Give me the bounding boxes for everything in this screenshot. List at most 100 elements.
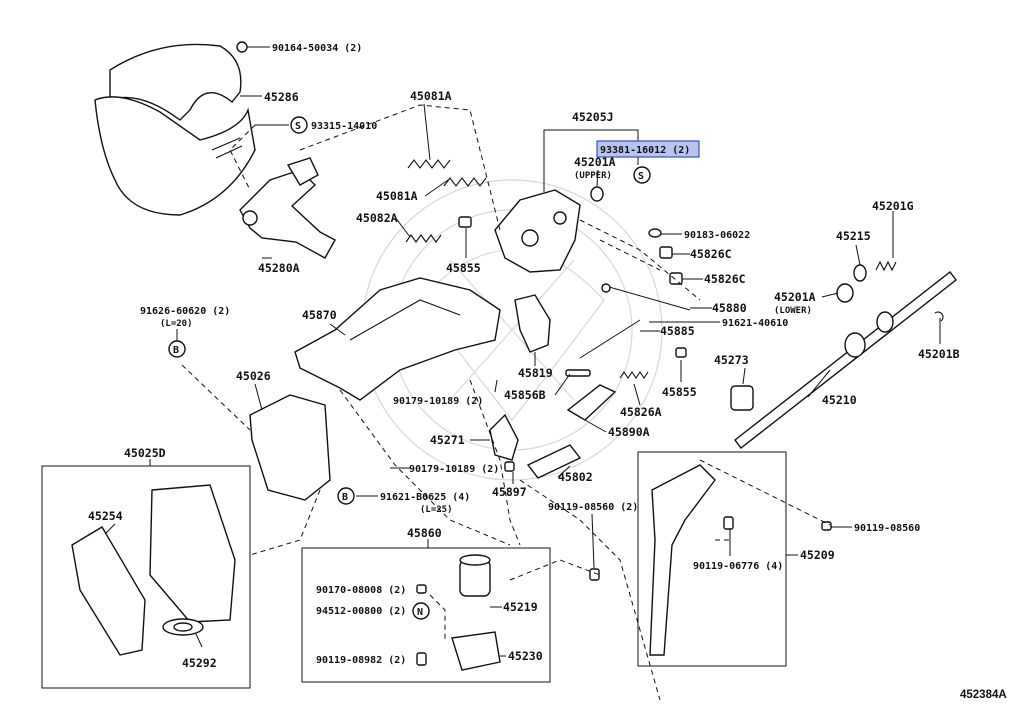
callout-45271[interactable]: 45271 — [430, 433, 465, 447]
part-plate-45890A[interactable] — [566, 384, 617, 421]
callout-45280A[interactable]: 45280A — [258, 261, 300, 275]
bolt-90119-08560-right[interactable] — [821, 521, 832, 531]
part-tilt-lever-bracket[interactable] — [239, 157, 336, 259]
bolt-90119-08982[interactable] — [416, 652, 427, 666]
cover-45025D[interactable] — [149, 484, 236, 623]
rod-45885[interactable] — [579, 319, 641, 359]
spring-45826A[interactable] — [619, 371, 649, 379]
callout-45897[interactable]: 45897 — [492, 485, 527, 499]
b-symbol-91621: B — [337, 487, 355, 505]
callout-45819[interactable]: 45819 — [518, 366, 553, 380]
callout-93315-14010[interactable]: 93315-14010 — [311, 121, 377, 132]
callout-90170-08008[interactable]: 90170-08008 (2) — [316, 585, 406, 596]
nut-45855-lower[interactable] — [675, 347, 687, 358]
rod-45880[interactable] — [601, 283, 691, 311]
spring-45082A[interactable] — [405, 234, 442, 243]
callout-91626-60620[interactable]: 91626-60620 (2) — [140, 306, 230, 317]
n-symbol-94512: N — [412, 602, 430, 620]
bushing-45826C-a[interactable] — [659, 246, 673, 259]
callout-45890A[interactable]: 45890A — [608, 425, 650, 439]
callout-45254[interactable]: 45254 — [88, 509, 123, 523]
callout-45205J[interactable]: 45205J — [572, 110, 614, 124]
callout-45025D[interactable]: 45025D — [124, 446, 166, 460]
spring-45081A-upper[interactable] — [407, 159, 451, 169]
callout-45081A-top[interactable]: 45081A — [410, 89, 452, 103]
callout-45082A[interactable]: 45082A — [356, 211, 398, 225]
part-45219[interactable] — [459, 554, 491, 597]
seal-45292[interactable] — [162, 618, 204, 636]
clip-90183[interactable] — [648, 228, 662, 238]
callout-45201G[interactable]: 45201G — [872, 199, 914, 213]
part-45856B[interactable] — [565, 369, 591, 377]
callout-45826C-a[interactable]: 45826C — [690, 247, 732, 261]
spring-45081A-lower[interactable] — [443, 177, 487, 187]
callout-45219[interactable]: 45219 — [503, 600, 538, 614]
washer-45215[interactable] — [853, 264, 867, 282]
callout-45885[interactable]: 45885 — [660, 324, 695, 338]
callout-45026[interactable]: 45026 — [236, 369, 271, 383]
gasket-45254[interactable] — [71, 526, 146, 656]
callout-45856B[interactable]: 45856B — [504, 388, 546, 402]
callout-91621-40610[interactable]: 91621-40610 — [722, 318, 788, 329]
part-45230[interactable] — [451, 631, 501, 671]
callout-45209[interactable]: 45209 — [800, 548, 835, 562]
callout-45230[interactable]: 45230 — [508, 649, 543, 663]
callout-90179-10189-a[interactable]: 90179-10189 (2) — [393, 396, 483, 407]
part-main-shaft[interactable] — [734, 271, 957, 449]
callout-90183-06022[interactable]: 90183-06022 — [684, 230, 750, 241]
part-45819[interactable] — [514, 294, 551, 353]
callout-45826A[interactable]: 45826A — [620, 405, 662, 419]
part-45273[interactable] — [730, 385, 754, 411]
nut-90170[interactable] — [416, 584, 427, 594]
bearing-upper-45201A[interactable] — [590, 186, 604, 202]
callout-91621-B0625[interactable]: 91621-B0625 (4) — [380, 492, 470, 503]
callout-90119-08560-left[interactable]: 90119-08560 (2) — [548, 502, 638, 513]
callout-45855-upper[interactable]: 45855 — [446, 261, 481, 275]
callout-90119-08982[interactable]: 90119-08982 (2) — [316, 655, 406, 666]
callout-94512-00800[interactable]: 94512-00800 (2) — [316, 606, 406, 617]
callout-45215[interactable]: 45215 — [836, 229, 871, 243]
dashed-assembly-lines — [181, 104, 831, 701]
callout-45826C-b[interactable]: 45826C — [704, 272, 746, 286]
ring-45201B[interactable] — [934, 311, 944, 322]
part-boot-45026[interactable] — [249, 394, 331, 501]
part-45271[interactable] — [489, 413, 519, 461]
part-column-cover[interactable] — [94, 43, 256, 216]
part-column-tube[interactable] — [294, 277, 501, 401]
callout-45860[interactable]: 45860 — [407, 526, 442, 540]
callout-90119-08560-right[interactable]: 90119-08560 — [854, 523, 920, 534]
callout-90179-10189-b[interactable]: 90179-10189 (2) — [409, 464, 499, 475]
part-45802[interactable] — [526, 444, 582, 479]
part-45897[interactable] — [504, 461, 515, 472]
callout-45802[interactable]: 45802 — [558, 470, 593, 484]
callout-45855-lower[interactable]: 45855 — [662, 385, 697, 399]
callout-90119-06776[interactable]: 90119-06776 (4) — [693, 561, 783, 572]
bearing-lower-45201A[interactable] — [836, 283, 854, 303]
highlight-93381-16012 — [596, 140, 700, 158]
callout-45201A-lower[interactable]: 45201A — [774, 290, 816, 304]
s-symbol-93315: S — [290, 116, 308, 134]
s-symbol-93381: S — [633, 166, 651, 184]
callout-45286[interactable]: 45286 — [264, 90, 299, 104]
screw-90164[interactable] — [236, 41, 262, 53]
callout-45273[interactable]: 45273 — [714, 353, 749, 367]
nut-45855-upper[interactable] — [458, 216, 472, 228]
note-lower: (LOWER) — [774, 306, 812, 316]
bolt-90119-06776[interactable] — [723, 516, 734, 530]
callout-90164-50034[interactable]: 90164-50034 (2) — [272, 43, 362, 54]
callout-45081A-mid[interactable]: 45081A — [376, 189, 418, 203]
intermediate-shaft[interactable] — [649, 464, 716, 656]
spring-45201G[interactable] — [875, 260, 897, 272]
part-upper-bracket[interactable] — [494, 189, 581, 273]
callout-93381-16012[interactable]: 93381-16012 (2) — [600, 145, 690, 156]
callout-45292[interactable]: 45292 — [182, 656, 217, 670]
callout-45201B[interactable]: 45201B — [918, 347, 960, 361]
callout-45870[interactable]: 45870 — [302, 308, 337, 322]
callout-45880[interactable]: 45880 — [712, 301, 747, 315]
diagram-id: 452384A — [960, 689, 1007, 701]
bushing-45826C-b[interactable] — [669, 272, 683, 285]
callout-45201A-upper[interactable]: 45201A — [574, 155, 616, 169]
callout-45210[interactable]: 45210 — [822, 393, 857, 407]
bolt-90119-08560-left[interactable] — [589, 568, 600, 581]
